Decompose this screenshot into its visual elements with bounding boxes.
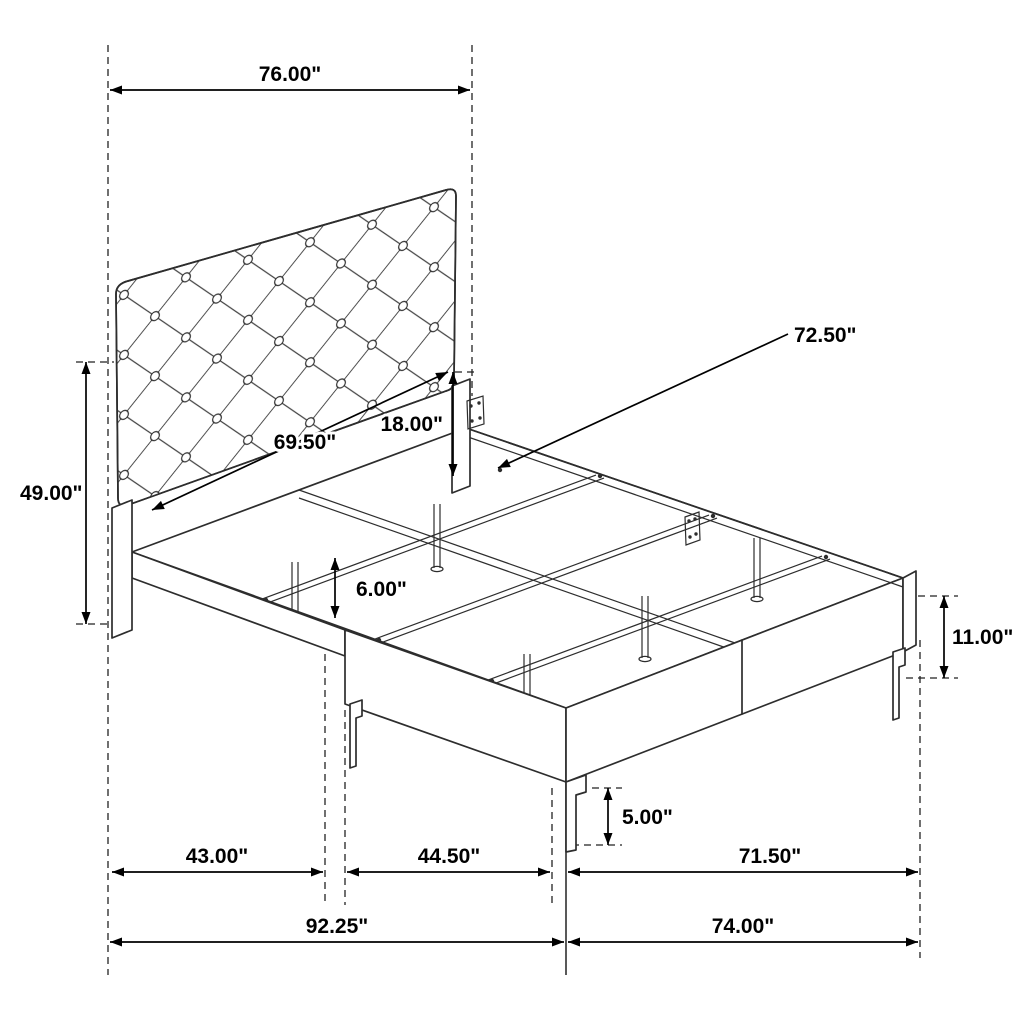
- rail-bracket-center: [684, 511, 701, 546]
- far-foot-leg: [892, 647, 906, 721]
- dim-label-headboard-panel-height: 18.00": [380, 413, 443, 436]
- support-leg: [750, 538, 764, 603]
- dim-headboard-height: 49.00": [17, 362, 91, 624]
- dim-label-section-a: 43.00": [186, 845, 249, 868]
- dim-label-headboard-width: 76.00": [259, 63, 322, 86]
- dim-label-headboard-span: 69.50": [274, 431, 337, 454]
- bed-frame-drawing: [111, 188, 917, 853]
- dim-label-foot-section-width: 71.50": [739, 845, 802, 868]
- dim-overall-width: 74.00": [568, 912, 918, 947]
- support-leg: [638, 596, 652, 663]
- foot-panel-end-cap: [902, 570, 917, 653]
- dim-leg-height: 5.00": [603, 788, 676, 845]
- foot-corner-leg: [565, 774, 587, 853]
- dimension-annotations: 76.00" 72.50" 18.00" 69.50" 49.00" 6.00"…: [17, 60, 1016, 947]
- dim-label-side-rail-length: 72.50": [794, 324, 857, 347]
- dim-label-headboard-height: 49.00": [20, 482, 83, 505]
- center-rail: [298, 467, 736, 652]
- dim-label-footboard-height: 11.00": [952, 626, 1013, 649]
- dim-side-rail-length: 72.50": [497, 321, 860, 469]
- support-leg: [430, 504, 444, 573]
- dim-section-b: 44.50": [347, 842, 550, 877]
- dim-overall-length: 92.25": [110, 912, 564, 947]
- headboard-left-post: [111, 499, 133, 639]
- headboard-right-post: [451, 378, 471, 494]
- dim-label-section-b: 44.50": [418, 845, 481, 868]
- dim-rail-height: 6.00": [330, 558, 410, 618]
- dim-section-a: 43.00": [112, 842, 323, 877]
- dim-footboard-height: 11.00": [939, 596, 1016, 678]
- dim-label-rail-height: 6.00": [356, 578, 407, 601]
- dim-headboard-width: 76.00": [110, 60, 470, 95]
- dim-headboard-span: 69.50": [151, 371, 449, 511]
- dim-label-overall-length: 92.25": [306, 915, 369, 938]
- dim-foot-section-width: 71.50": [568, 842, 918, 877]
- far-side-rail: [465, 427, 904, 588]
- rail-bracket-headboard: [466, 395, 485, 430]
- dim-label-overall-width: 74.00": [712, 915, 775, 938]
- dim-label-leg-height: 5.00": [622, 806, 673, 829]
- slat-2: [374, 513, 718, 643]
- near-storage-leg: [349, 699, 363, 769]
